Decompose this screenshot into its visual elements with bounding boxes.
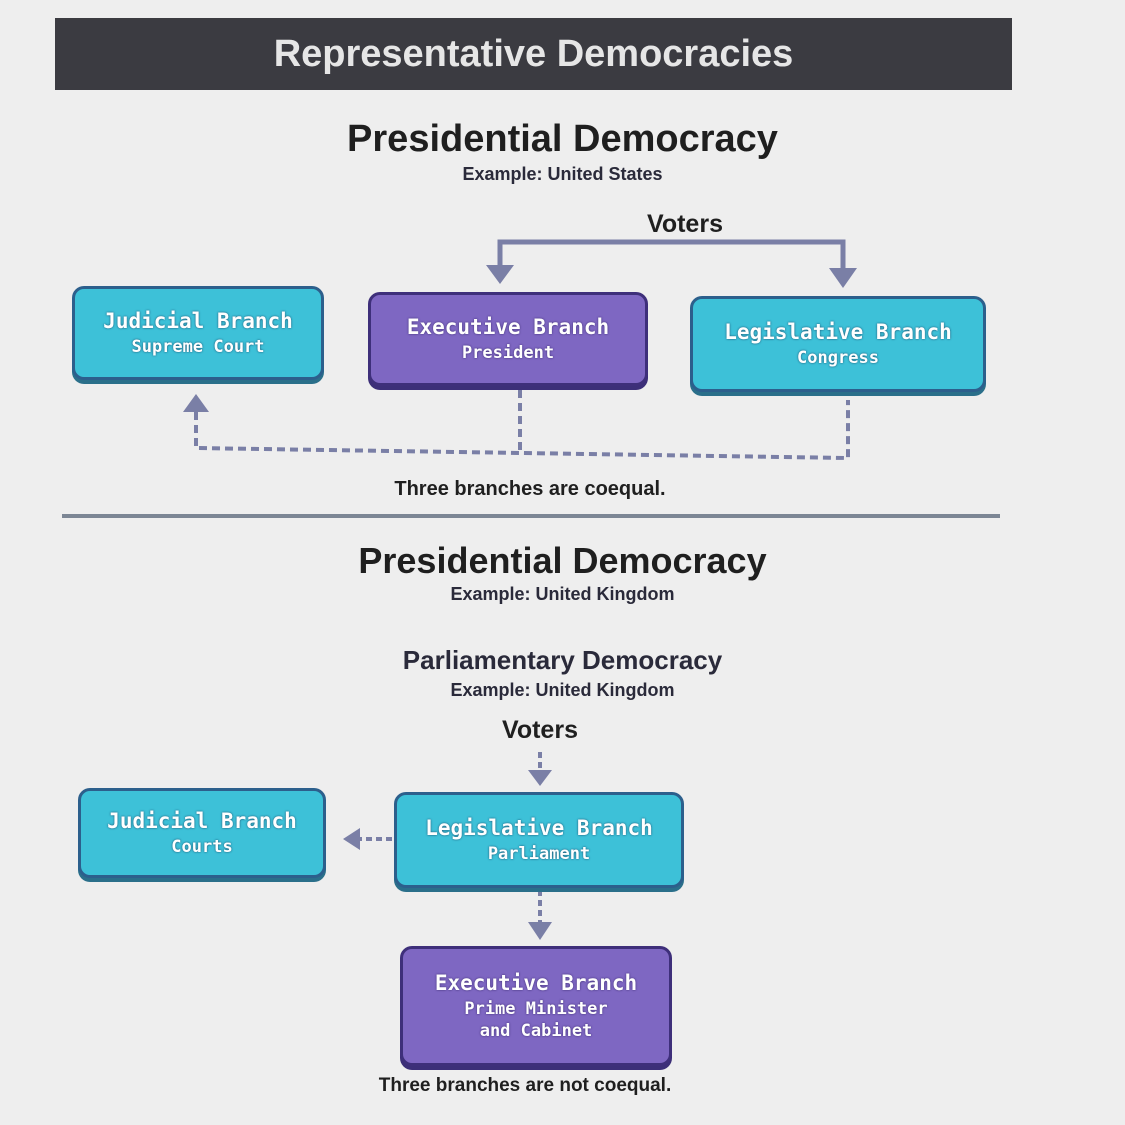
prime-minister-role-line1: Prime Minister (464, 998, 608, 1019)
parliamentary-caption: Three branches are not coequal. (378, 1075, 672, 1096)
parliament-branch-role: Parliament (487, 843, 591, 864)
presidential-caption: Three branches are coequal. (394, 478, 666, 500)
second-heading-example: Example: United Kingdom (450, 584, 675, 604)
section-divider (62, 514, 1000, 518)
parliamentary-dashed-lines (358, 752, 542, 924)
courts-branch-name: Judicial Branch (107, 809, 297, 834)
judicial-branch-name: Judicial Branch (103, 309, 293, 334)
presidential-title: Presidential Democracy (347, 118, 778, 160)
header-title: Representative Democracies (273, 32, 794, 75)
arrow-to-executive (486, 265, 514, 284)
executive-branch-box: Executive Branch President (368, 292, 648, 386)
arrow-to-prime-minister (528, 922, 552, 940)
courts-branch-role: Courts (171, 836, 233, 857)
arrow-to-judicial (183, 394, 209, 412)
presidential-example: Example: United States (462, 164, 663, 184)
voters-bracket (497, 239, 846, 272)
judicial-branch-role: Supreme Court (131, 336, 265, 357)
parliamentary-voters-label: Voters (502, 716, 578, 744)
prime-minister-branch-name: Executive Branch (434, 971, 638, 996)
parliament-branch-name: Legislative Branch (425, 816, 653, 841)
prime-minister-role-line2: and Cabinet (479, 1020, 593, 1041)
parliamentary-title: Parliamentary Democracy (402, 645, 723, 675)
presidential-voters-label: Voters (647, 210, 723, 238)
courts-box: Judicial Branch Courts (78, 788, 326, 878)
page-header: Representative Democracies (55, 18, 1012, 90)
legislative-branch-name: Legislative Branch (724, 320, 952, 345)
arrow-to-parliament (528, 770, 552, 786)
executive-branch-name: Executive Branch (406, 315, 610, 340)
executive-branch-role: President (461, 342, 555, 363)
second-heading: Presidential Democracy (358, 540, 767, 581)
parliament-box: Legislative Branch Parliament (394, 792, 684, 888)
legislative-branch-role: Congress (797, 347, 879, 368)
arrow-to-courts (343, 828, 360, 850)
coequal-dashed-lines (194, 390, 850, 461)
prime-minister-box: Executive Branch Prime Minister and Cabi… (400, 946, 672, 1066)
arrow-to-legislative (829, 268, 857, 288)
legislative-branch-box: Legislative Branch Congress (690, 296, 986, 392)
parliamentary-example: Example: United Kingdom (450, 680, 675, 700)
judicial-branch-box: Judicial Branch Supreme Court (72, 286, 324, 380)
